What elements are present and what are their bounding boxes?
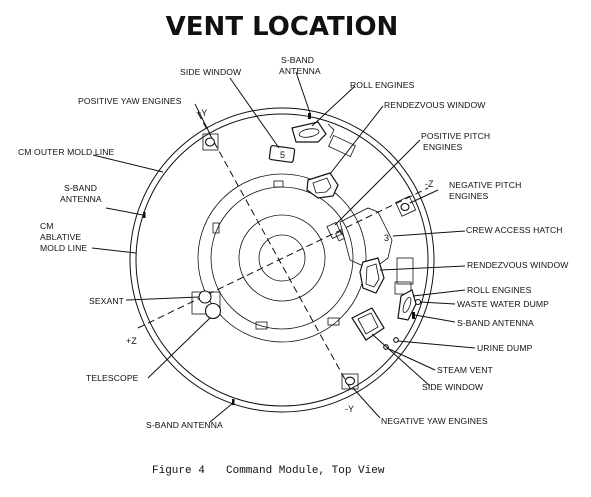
panel-bottom-left (255, 321, 268, 330)
page-title: VENT LOCATION (166, 12, 399, 42)
roll-engines-top-detail (327, 123, 335, 139)
positive-yaw-engines (202, 133, 219, 151)
z-axis-line (137, 187, 429, 329)
label-roll-engines-top: ROLL ENGINES (350, 80, 415, 90)
label-s-band-left-1: S-BAND (64, 183, 97, 193)
label-side-window-top: SIDE WINDOW (180, 67, 242, 77)
telescope-port (204, 302, 222, 320)
label-s-band-antenna-bottom: S-BAND ANTENNA (146, 420, 223, 430)
axis-minus-z: -Z (425, 179, 434, 189)
center-tunnel (258, 234, 306, 282)
label-s-band-top-1: S-BAND (281, 55, 314, 65)
label-cm-outer-mold-line: CM OUTER MOLD LINE (18, 147, 115, 157)
panel-left (212, 222, 220, 234)
figure-number: Figure 4 (152, 465, 205, 477)
inner-ring-small (238, 214, 326, 302)
label-side-window-bottom: SIDE WINDOW (422, 382, 484, 392)
label-positive-yaw-engines: POSITIVE YAW ENGINES (78, 96, 182, 106)
label-negative-pitch-1: NEGATIVE PITCH (449, 180, 521, 190)
label-waste-water-dump: WASTE WATER DUMP (457, 299, 549, 309)
crew-access-hatch-outline (339, 207, 393, 271)
label-s-band-antenna-right: S-BAND ANTENNA (457, 318, 534, 328)
positive-yaw-nozzle (204, 137, 216, 147)
figure-caption: Command Module, Top View (226, 465, 385, 477)
label-rendezvous-window-top: RENDEZVOUS WINDOW (384, 100, 486, 110)
label-rendezvous-window-right: RENDEZVOUS WINDOW (467, 260, 569, 270)
label-positive-pitch-1: POSITIVE PITCH (421, 131, 490, 141)
hatch-frame-upper (328, 134, 356, 158)
label-roll-engines-right: ROLL ENGINES (467, 285, 532, 295)
waste-water-dump-port (414, 298, 422, 306)
rendezvous-window-top-frame (306, 172, 339, 199)
label-s-band-top-2: ANTENNA (279, 66, 321, 76)
label-positive-pitch-2: ENGINES (423, 142, 463, 152)
axis-minus-y: -Y (345, 404, 354, 414)
negative-yaw-engines (341, 373, 359, 390)
negative-pitch-frame (395, 195, 417, 217)
leader-lines (91, 71, 476, 423)
side-window-top: 5 (268, 145, 296, 163)
rendezvous-window-top-pane (312, 177, 332, 194)
roll-engines-top-body (291, 121, 327, 143)
positive-yaw-engines-frame (202, 133, 219, 151)
roll-engines-top (291, 121, 335, 143)
panel-bottom-right (327, 317, 340, 326)
sextant-port (198, 290, 212, 304)
negative-pitch-nozzle (400, 202, 410, 212)
positive-pitch-engines (326, 221, 345, 242)
label-cm-ablative-2: ABLATIVE (40, 232, 81, 242)
axis-plus-z: +Z (126, 336, 137, 346)
window-number: 5 (280, 150, 285, 160)
label-telescope: TELESCOPE (86, 373, 139, 383)
side-window-bottom-frame (351, 307, 385, 341)
rendezvous-window-top (306, 172, 339, 199)
s-band-antenna-bottom-mark (232, 399, 235, 405)
side-window-frame (268, 145, 296, 163)
negative-pitch-engines (395, 195, 417, 217)
label-cm-ablative-1: CM (40, 221, 54, 231)
label-cm-ablative-3: MOLD LINE (40, 243, 87, 253)
module-body (129, 107, 435, 413)
ablative-mold-line (135, 113, 429, 407)
s-band-antenna-right-mark (412, 312, 415, 319)
label-negative-yaw-engines: NEGATIVE YAW ENGINES (381, 416, 488, 426)
s-band-antenna-left-mark (143, 212, 146, 218)
hatch-number: 3 (384, 233, 389, 243)
side-panel-right (394, 281, 412, 295)
label-s-band-left-2: ANTENNA (60, 194, 102, 204)
label-crew-access-hatch: CREW ACCESS HATCH (466, 225, 563, 235)
label-urine-dump: URINE DUMP (477, 343, 533, 353)
rendezvous-window-right (359, 257, 385, 294)
axis-plus-y: +Y (196, 108, 207, 118)
rendezvous-window-right-pane (365, 263, 380, 288)
positive-pitch-frame-2 (335, 230, 345, 242)
y-axis-line (197, 112, 353, 393)
sextant-telescope-assembly (191, 290, 222, 320)
inner-ring-outer (197, 173, 367, 343)
outer-mold-line (129, 107, 435, 413)
label-sexant: SEXANT (89, 296, 125, 306)
side-window-bottom-pane (357, 312, 379, 335)
hatch-frame-right (396, 257, 414, 285)
side-window-bottom (351, 307, 385, 341)
label-negative-pitch-2: ENGINES (449, 191, 489, 201)
panel-top (273, 180, 284, 188)
negative-yaw-nozzle (344, 376, 356, 386)
urine-dump-port (393, 337, 399, 343)
roll-engine-nozzle (298, 128, 320, 138)
negative-yaw-frame (341, 373, 359, 390)
s-band-antenna-top-mark (308, 113, 311, 119)
label-steam-vent: STEAM VENT (437, 365, 494, 375)
roll-engines-right-nozzle (402, 297, 412, 313)
